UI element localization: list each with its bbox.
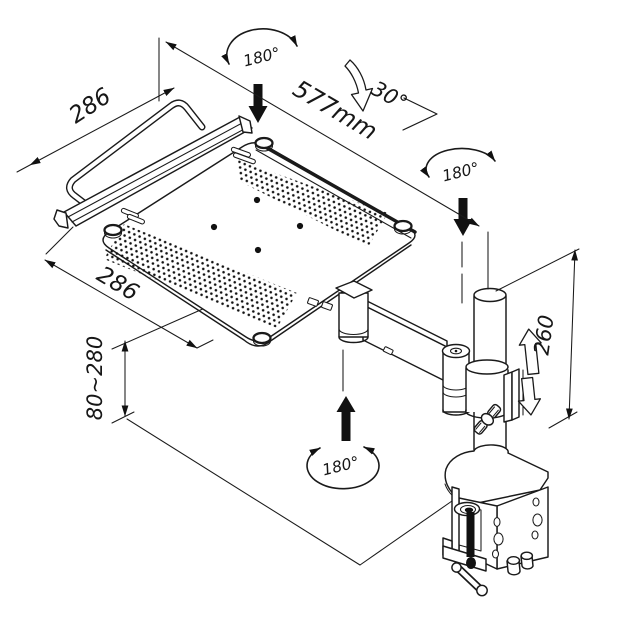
- perforation-band-lower: [104, 224, 297, 328]
- desk-clamp: [442, 444, 549, 597]
- joint-cap-plate: [335, 280, 373, 299]
- tilt-label: 30°: [367, 76, 411, 115]
- tray-thickness-rim: [105, 244, 412, 347]
- dimension-height-range: 80~280: [83, 336, 129, 420]
- arm-front-face: [362, 304, 448, 383]
- tilt-angle-chevron: [402, 97, 438, 131]
- dim-label-286-top: 286: [65, 83, 116, 129]
- collar-plates: [503, 368, 524, 423]
- rotation-arc-arm-top: 180°: [420, 147, 496, 185]
- clamp-screw-shaft: [466, 512, 475, 557]
- dim-label-577: 577mm: [288, 75, 382, 146]
- up-arrow-arm: [336, 396, 356, 441]
- height-adjust-arrows: [517, 328, 542, 416]
- rotation-label-arm-bottom: 180°: [320, 453, 361, 479]
- dim-label-height-range: 80~280: [83, 336, 107, 420]
- clamp-feet: [506, 551, 534, 576]
- arm-screw: [382, 346, 394, 356]
- wing-knob: [473, 403, 502, 435]
- dimension-pole-height: 260: [495, 248, 580, 420]
- hollow-down-arrow: [517, 376, 542, 416]
- pole-top-cap: [473, 287, 507, 303]
- clamp-top-plate: [444, 444, 549, 506]
- rotation-arc-tray: 180°: [221, 28, 298, 70]
- rotation-label-tray: 180°: [241, 44, 282, 70]
- clamp-screw-holes: [491, 497, 543, 559]
- down-arrow-tray: [248, 84, 268, 123]
- tray-joint: [307, 280, 373, 344]
- pole-joint: [441, 343, 524, 435]
- rotation-label-arm-top: 180°: [440, 159, 481, 185]
- support-arm: [362, 298, 448, 383]
- hollow-up-arrow: [518, 328, 542, 376]
- dim-label-pole-height: 260: [529, 314, 558, 357]
- clamp-t-handle: [451, 562, 488, 597]
- rotation-arc-arm-bottom: 180°: [306, 446, 380, 490]
- bar-end-cap-left: [53, 209, 69, 229]
